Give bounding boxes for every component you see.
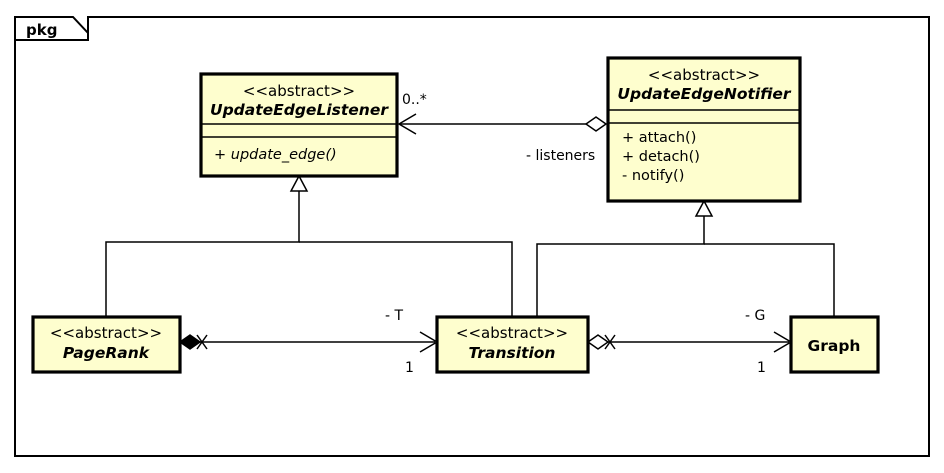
package-frame: pkg bbox=[14, 16, 930, 457]
class-stereotype-page-rank: <<abstract>> bbox=[50, 324, 162, 342]
generalization-arrowhead-updateedgenotifier bbox=[694, 199, 714, 217]
generalization-line-transition-notifier bbox=[536, 215, 705, 317]
generalization-transition-to-updateedgenotifier bbox=[536, 215, 705, 317]
class-rect-update-edge-notifier[interactable] bbox=[606, 56, 802, 203]
generalization-line-graph bbox=[704, 243, 835, 317]
package-tab-label: pkg bbox=[26, 21, 57, 39]
class-stereotype-update-edge-listener: <<abstract>> bbox=[243, 82, 355, 100]
class-box-graph[interactable]: Graph bbox=[789, 315, 880, 374]
multiplicity-listeners-target: 0..* bbox=[402, 92, 427, 108]
class-rect-transition[interactable] bbox=[435, 315, 590, 374]
association-notifier-listeners-listener: 0..* - listeners bbox=[397, 92, 608, 164]
generalization-graph-to-updateedgenotifier bbox=[704, 243, 835, 317]
association-arrowhead-listeners bbox=[397, 113, 417, 135]
role-label-transition: - T bbox=[385, 308, 404, 324]
class-method-notify: - notify() bbox=[622, 168, 684, 184]
cross-marker-pagerank bbox=[196, 334, 208, 350]
class-rect-update-edge-listener[interactable] bbox=[199, 72, 399, 178]
class-name-graph: Graph bbox=[808, 337, 861, 355]
generalization-line-pagerank bbox=[105, 190, 300, 317]
package-tab bbox=[14, 16, 89, 41]
class-box-transition[interactable]: <<abstract>> Transition bbox=[435, 315, 590, 374]
class-method-update-edge: + update_edge() bbox=[214, 147, 337, 163]
class-name-update-edge-notifier: UpdateEdgeNotifier bbox=[617, 85, 792, 103]
class-name-page-rank: PageRank bbox=[63, 344, 151, 362]
class-name-update-edge-listener: UpdateEdgeListener bbox=[210, 101, 389, 119]
class-rect-page-rank[interactable] bbox=[31, 315, 182, 374]
generalization-pagerank-to-updateedgelistener bbox=[105, 190, 300, 317]
generalization-transition-to-updateedgelistener bbox=[299, 241, 513, 317]
association-pagerank-transition: - T 1 bbox=[178, 308, 439, 376]
class-box-update-edge-listener[interactable]: <<abstract>> UpdateEdgeListener + update… bbox=[199, 72, 399, 178]
class-name-transition: Transition bbox=[469, 344, 556, 362]
aggregation-diamond-transition bbox=[586, 334, 610, 350]
class-rect-graph[interactable] bbox=[789, 315, 880, 374]
generalization-arrowhead-updateedgelistener bbox=[289, 174, 309, 192]
class-box-update-edge-notifier[interactable]: <<abstract>> UpdateEdgeNotifier + attach… bbox=[606, 56, 802, 203]
generalization-line-transition-listener bbox=[299, 241, 513, 317]
class-stereotype-update-edge-notifier: <<abstract>> bbox=[648, 66, 760, 84]
association-transition-graph: - G 1 bbox=[586, 308, 793, 376]
multiplicity-graph: 1 bbox=[757, 360, 766, 376]
class-method-detach: + detach() bbox=[622, 149, 700, 165]
aggregation-diamond-notifier bbox=[584, 116, 608, 132]
class-method-attach: + attach() bbox=[622, 130, 696, 146]
cross-marker-transition bbox=[604, 334, 616, 350]
role-label-listeners: - listeners bbox=[526, 148, 595, 164]
class-box-page-rank[interactable]: <<abstract>> PageRank bbox=[31, 315, 182, 374]
class-stereotype-transition: <<abstract>> bbox=[456, 324, 568, 342]
multiplicity-transition: 1 bbox=[405, 360, 414, 376]
composition-diamond-pagerank bbox=[178, 334, 202, 350]
role-label-graph: - G bbox=[745, 308, 765, 324]
